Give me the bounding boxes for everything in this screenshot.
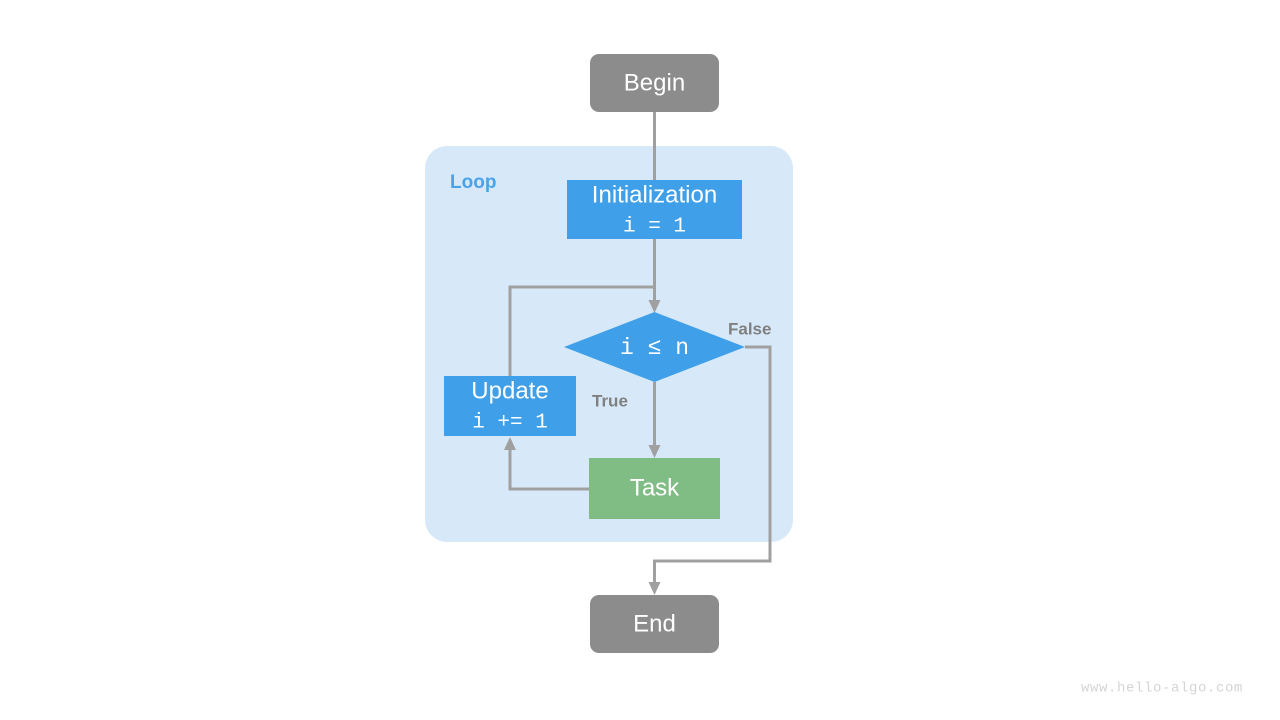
edge-task-to-update bbox=[508, 447, 589, 491]
node-initialization[interactable]: Initialization i = 1 bbox=[567, 180, 742, 239]
node-end-shape bbox=[590, 595, 719, 653]
node-condition[interactable]: i ≤ n bbox=[564, 312, 745, 382]
edge-label-true: True bbox=[592, 391, 628, 410]
watermark: www.hello-algo.com bbox=[1081, 681, 1243, 697]
node-condition-shape bbox=[564, 312, 745, 382]
node-begin[interactable]: Begin bbox=[590, 54, 719, 112]
node-task[interactable]: Task bbox=[589, 458, 720, 519]
node-update[interactable]: Update i += 1 bbox=[444, 376, 576, 436]
arrowhead-condition-to-task bbox=[648, 445, 661, 458]
node-end-label: End bbox=[633, 610, 676, 637]
arrowhead-initialization-to-condition bbox=[648, 300, 661, 313]
arrowhead-task-to-update bbox=[504, 437, 516, 450]
node-initialization-shape bbox=[567, 180, 742, 239]
node-initialization-label: Initialization bbox=[592, 181, 717, 208]
node-task-label: Task bbox=[630, 474, 680, 501]
node-update-shape bbox=[444, 376, 576, 436]
node-task-shape bbox=[589, 458, 720, 519]
arrowhead-condition-to-end bbox=[648, 582, 661, 595]
edge-condition-to-end-false bbox=[653, 345, 772, 585]
node-begin-shape bbox=[590, 54, 719, 112]
edge-label-false: False bbox=[728, 319, 771, 338]
edge-update-to-condition bbox=[508, 285, 655, 376]
node-update-code: i += 1 bbox=[472, 412, 548, 435]
node-update-label: Update bbox=[471, 377, 548, 404]
node-condition-label: i ≤ n bbox=[620, 335, 689, 361]
node-end[interactable]: End bbox=[590, 595, 719, 653]
node-begin-label: Begin bbox=[624, 69, 685, 96]
loop-group-label: Loop bbox=[450, 172, 496, 193]
node-initialization-code: i = 1 bbox=[623, 216, 686, 239]
